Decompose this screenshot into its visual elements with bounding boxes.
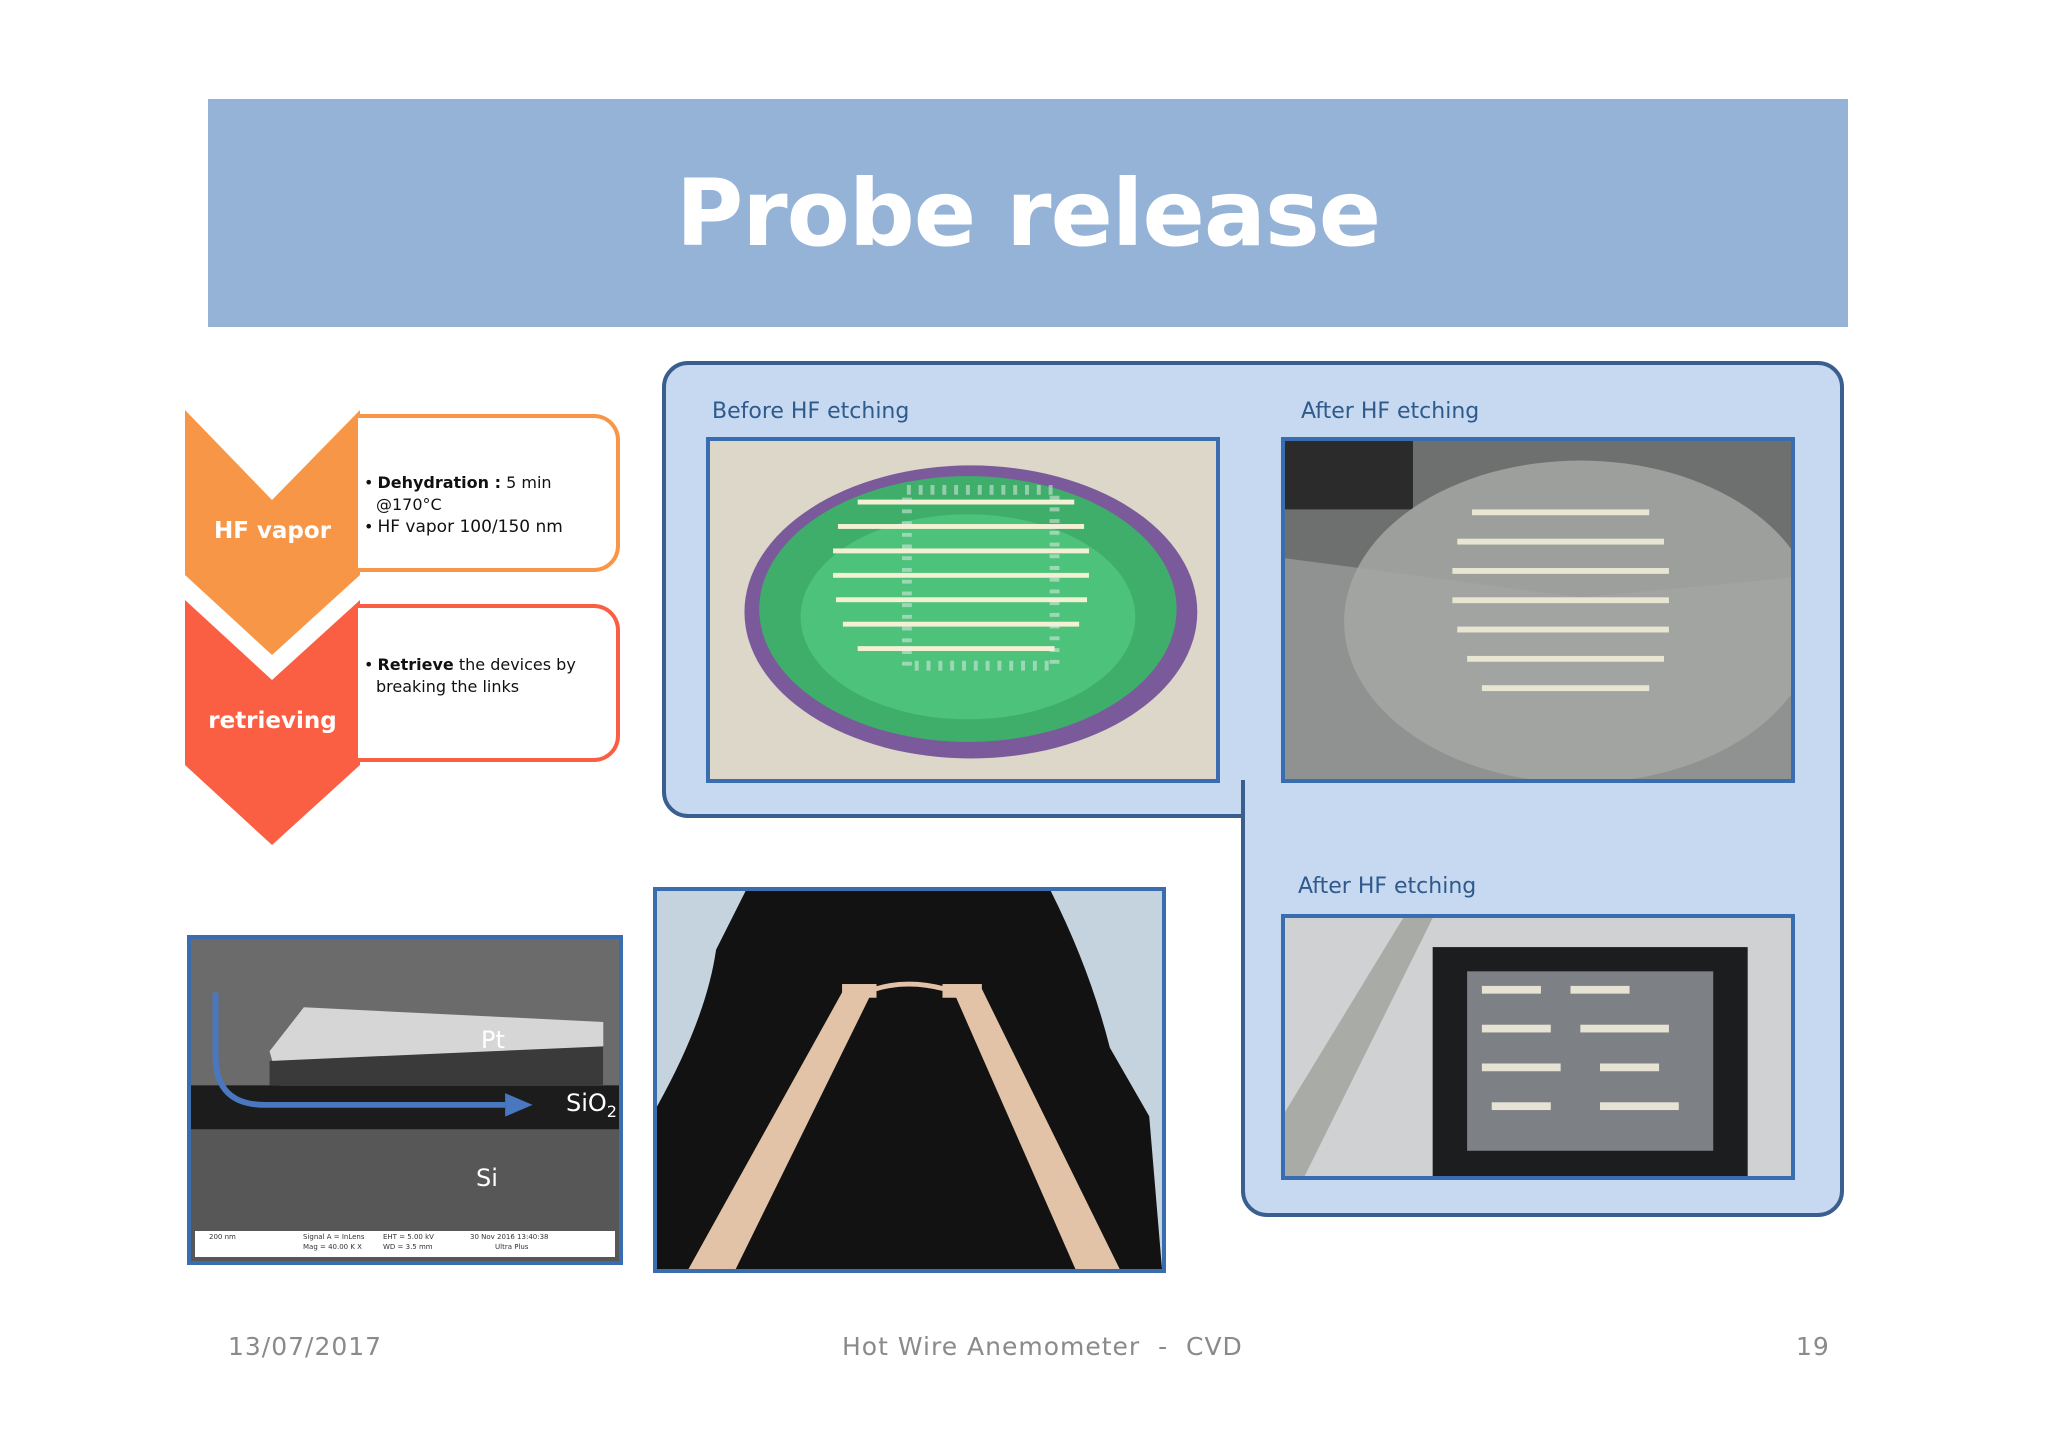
footer-page-number: 19 <box>1796 1332 1830 1361</box>
panel-join-edge <box>1245 812 1840 818</box>
probe-wire-micrograph <box>653 887 1166 1273</box>
chevron-label-retrieving: retrieving <box>208 708 337 734</box>
footer-date: 13/07/2017 <box>228 1332 383 1361</box>
step-box-hf-vapor: Dehydration : 5 min @170°C HF vapor 100/… <box>358 414 620 572</box>
chevron-retrieving <box>185 600 360 845</box>
sem-label-sio2: SiO2 <box>566 1089 617 1121</box>
sem-label-pt: Pt <box>481 1026 505 1054</box>
step-box-retrieving: Retrieve the devices by breaking the lin… <box>358 604 620 762</box>
title-band: Probe release <box>208 99 1848 327</box>
step-bullet: Retrieve the devices by breaking the lin… <box>364 654 604 698</box>
chevron-hf-vapor <box>185 410 360 655</box>
label-before-hf: Before HF etching <box>712 399 910 424</box>
label-after-hf-1: After HF etching <box>1301 399 1480 424</box>
slide-title: Probe release <box>675 159 1381 267</box>
photo-after-hf-etching-2 <box>1281 914 1795 1180</box>
step-bullet: HF vapor 100/150 nm <box>364 516 604 538</box>
photo-before-hf-etching <box>706 437 1220 783</box>
chevron-label-hf-vapor: HF vapor <box>213 518 332 544</box>
step-bullet: Dehydration : 5 min @170°C <box>364 472 604 516</box>
sem-info-bar: 200 nm Signal A = InLens Mag = 40.00 K X… <box>195 1231 615 1257</box>
label-after-hf-2: After HF etching <box>1298 874 1477 899</box>
footer-title: Hot Wire Anemometer - CVD <box>842 1332 1243 1361</box>
photo-after-hf-etching-1 <box>1281 437 1795 783</box>
sem-cross-section-image: Pt SiO2 Si 200 nm Signal A = InLens Mag … <box>187 935 623 1265</box>
sem-label-si: Si <box>476 1164 498 1192</box>
process-chevrons <box>185 410 360 845</box>
